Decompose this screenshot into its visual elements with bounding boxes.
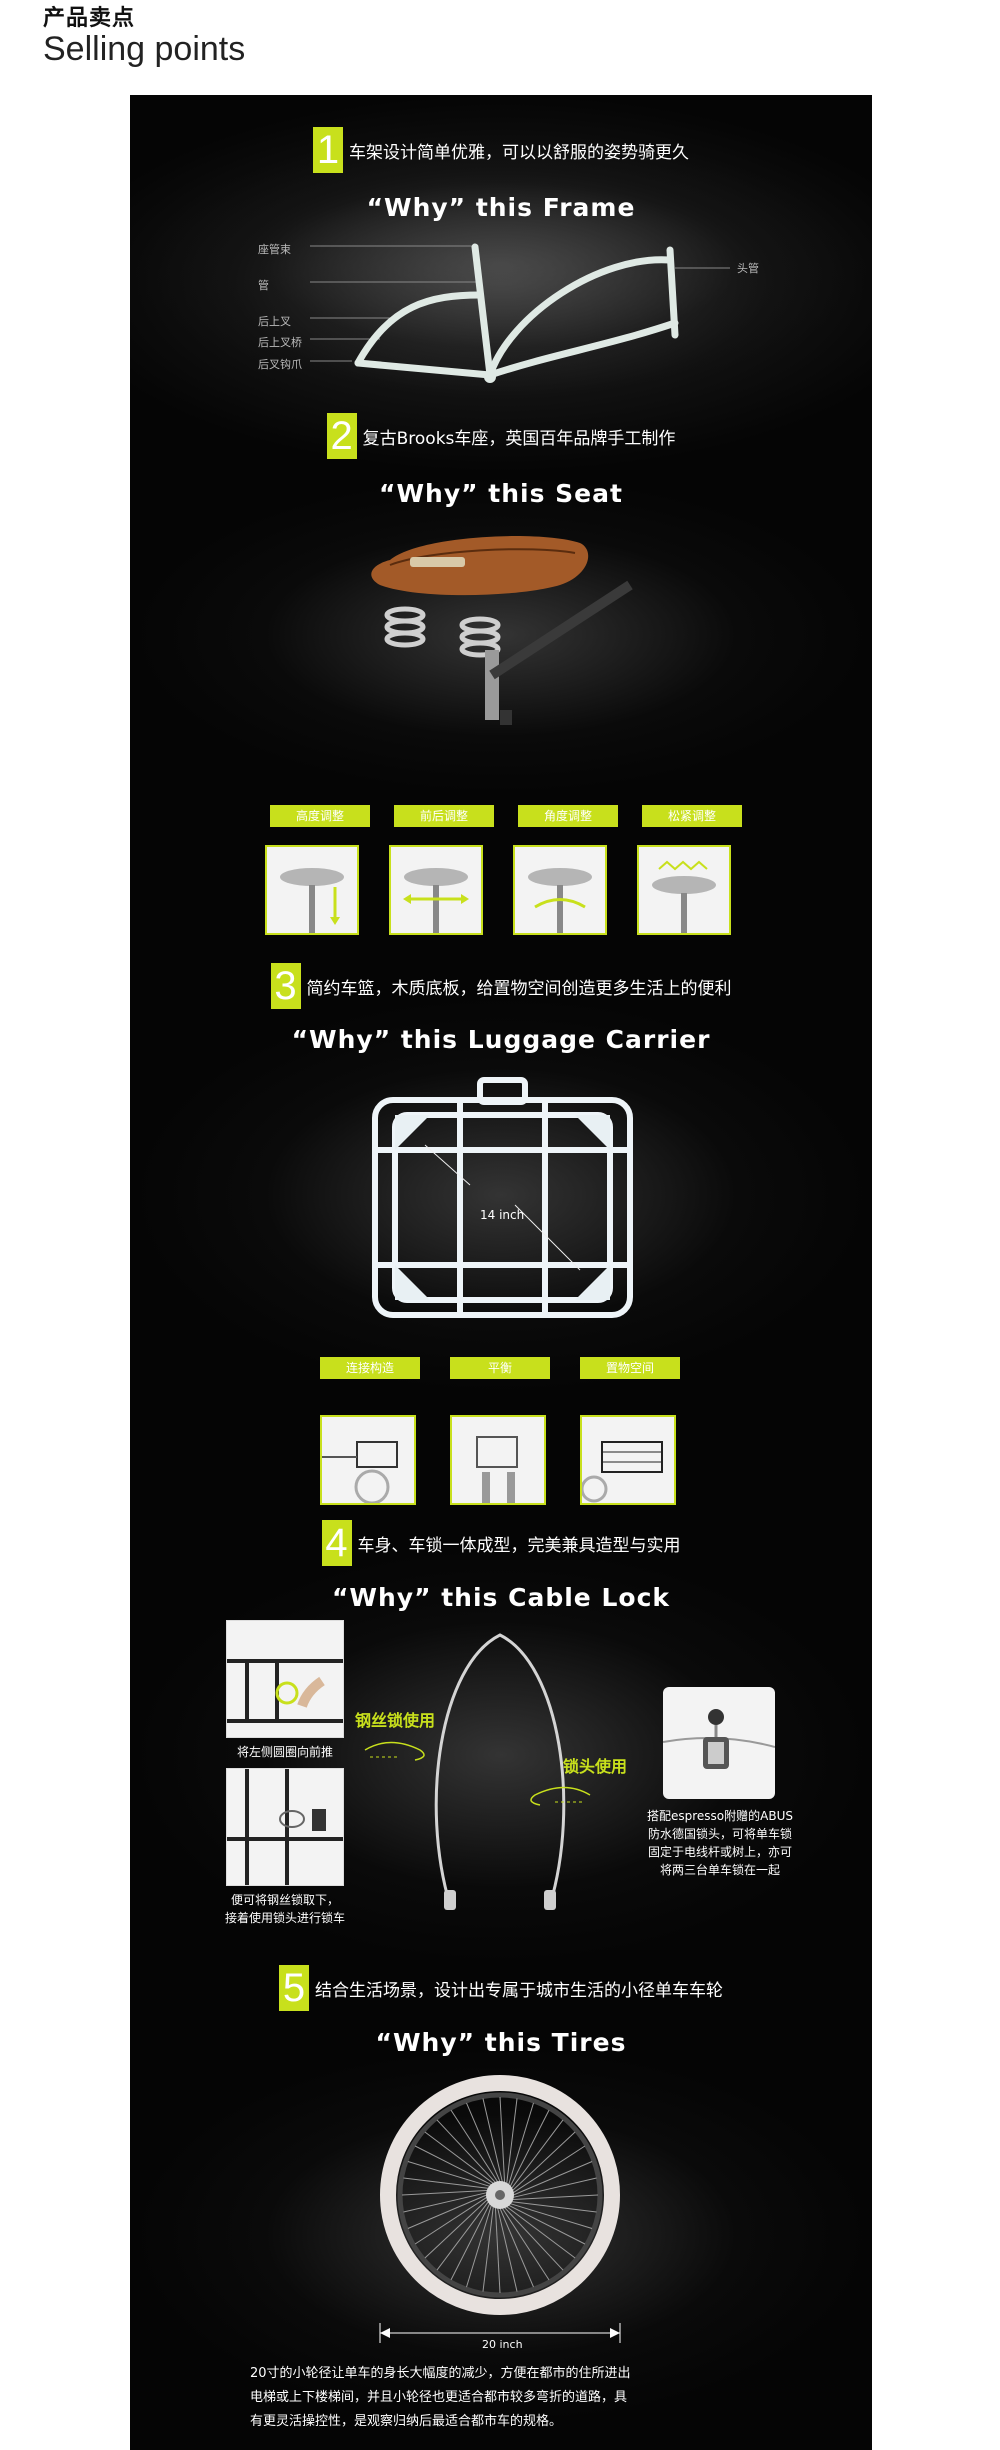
carrier-balance-thumbnail — [450, 1415, 546, 1505]
tire-size-label: 20 inch — [482, 2338, 523, 2351]
frame-label-tube: 管 — [258, 279, 269, 292]
carrier-section-heading: 3 简约车篮，木质底板，给置物空间创造更多生活上的便利 — [130, 963, 872, 1009]
section-text: 车身、车锁一体成型，完美兼具造型与实用 — [357, 1535, 681, 1556]
carrier-size-label: 14 inch — [480, 1208, 525, 1222]
section-text: 简约车篮，木质底板，给置物空间创造更多生活上的便利 — [306, 978, 732, 999]
page-title-en: Selling points — [43, 30, 246, 68]
seat-why-title: “Why” this Seat — [379, 479, 623, 508]
frame-label-seat-stay-bridge: 后上叉桥 — [258, 336, 302, 349]
section-number: 3 — [270, 963, 301, 1009]
lock-caption-remove-line1: 便可将钢丝锁取下， — [230, 1893, 339, 1907]
abus-caption-line4: 将两三台单车锁在一起 — [659, 1863, 780, 1877]
lock-why-title: “Why” this Cable Lock — [331, 1583, 671, 1612]
carrier-tag-connection: 连接构造 — [320, 1357, 420, 1379]
luggage-carrier-illustration — [372, 1077, 633, 1318]
tire-size-arrow — [379, 2323, 621, 2343]
seat-fore-aft-thumbnail — [389, 845, 483, 935]
tires-section-heading: 5 结合生活场景，设计出专属于城市生活的小径单车车轮 — [130, 1965, 872, 2011]
frame-section-heading: 1 车架设计简单优雅，可以以舒服的姿势骑更久 — [130, 127, 872, 173]
section-number: 2 — [326, 413, 357, 459]
cable-use-label: 钢丝锁使用 — [355, 1711, 436, 1730]
tires-why-title: “Why” this Tires — [375, 2028, 627, 2057]
section-text: 车架设计简单优雅，可以以舒服的姿势骑更久 — [349, 142, 689, 163]
seat-tag-fore-aft: 前后调整 — [394, 805, 494, 827]
carrier-connection-thumbnail — [320, 1415, 416, 1505]
seat-height-thumbnail — [265, 845, 359, 935]
frame-label-seat-clamp: 座管束 — [258, 243, 291, 256]
section-number: 5 — [279, 1965, 309, 2011]
wheel-illustration — [380, 2075, 620, 2315]
frame-why-title: “Why” this Frame — [366, 193, 636, 222]
abus-caption: 搭配espresso附赠的ABUS 防水德国锁头，可将单车锁 固定于电线杆或树上… — [635, 1807, 805, 1879]
tires-description-line3: 有更灵活操控性，是观察归纳后最适合都市车的规格。 — [250, 2414, 563, 2429]
lock-remove-thumbnail — [226, 1768, 344, 1886]
tires-description-line2: 电梯或上下楼梯间，并且小轮径也更适合都市较多弯折的道路，具 — [250, 2390, 628, 2405]
swirl-icon — [364, 1741, 425, 1761]
page-title-cn: 产品卖点 — [43, 6, 136, 31]
lock-caption-remove: 便可将钢丝锁取下， 接着使用锁头进行锁车 — [210, 1891, 360, 1927]
section-number: 1 — [313, 127, 343, 173]
carrier-tag-storage: 置物空间 — [580, 1357, 680, 1379]
frame-label-head-tube: 头管 — [737, 262, 759, 275]
abus-caption-line1: 搭配espresso附赠的ABUS — [647, 1809, 793, 1823]
lock-push-thumbnail — [226, 1620, 344, 1738]
abus-lock-thumbnail — [663, 1687, 775, 1799]
lock-use-label: 锁头使用 — [563, 1757, 628, 1776]
bike-frame-illustration — [310, 243, 730, 383]
frame-label-dropout: 后叉钩爪 — [258, 358, 302, 371]
section-text: 结合生活场景，设计出专属于城市生活的小径单车车轮 — [315, 1980, 723, 2001]
brooks-saddle-illustration — [371, 536, 633, 725]
abus-caption-line3: 固定于电线杆或树上，亦可 — [647, 1845, 792, 1859]
selling-points-panel: 1 车架设计简单优雅，可以以舒服的姿势骑更久 “Why” this Frame … — [130, 95, 872, 2450]
seat-tag-tension: 松紧调整 — [642, 805, 742, 827]
seat-tag-height: 高度调整 — [270, 805, 370, 827]
seat-section-heading: 2 复古Brooks车座，英国百年品牌手工制作 — [130, 413, 872, 459]
seat-angle-thumbnail — [513, 845, 607, 935]
tires-description-line1: 20寸的小轮径让单车的身长大幅度的减少，方便在都市的住所进出 — [250, 2366, 631, 2381]
seat-tension-thumbnail — [637, 845, 731, 935]
cable-lock-illustration — [434, 1633, 566, 1910]
section-number: 4 — [321, 1520, 352, 1566]
lock-caption-push: 将左侧圆圈向前推 — [236, 1745, 333, 1759]
carrier-tag-balance: 平衡 — [450, 1357, 550, 1379]
seat-tag-angle: 角度调整 — [518, 805, 618, 827]
swirl-icon — [530, 1786, 591, 1806]
frame-label-seat-stay: 后上叉 — [258, 315, 291, 328]
carrier-why-title: “Why” this Luggage Carrier — [291, 1025, 711, 1054]
lock-caption-remove-line2: 接着使用锁头进行锁车 — [224, 1911, 345, 1925]
lock-section-heading: 4 车身、车锁一体成型，完美兼具造型与实用 — [130, 1520, 872, 1566]
carrier-storage-thumbnail — [580, 1415, 676, 1505]
section-text: 复古Brooks车座，英国百年品牌手工制作 — [362, 428, 676, 449]
abus-caption-line2: 防水德国锁头，可将单车锁 — [647, 1827, 792, 1841]
tires-description: 20寸的小轮径让单车的身长大幅度的减少，方便在都市的住所进出 电梯或上下楼梯间，… — [250, 2362, 752, 2434]
